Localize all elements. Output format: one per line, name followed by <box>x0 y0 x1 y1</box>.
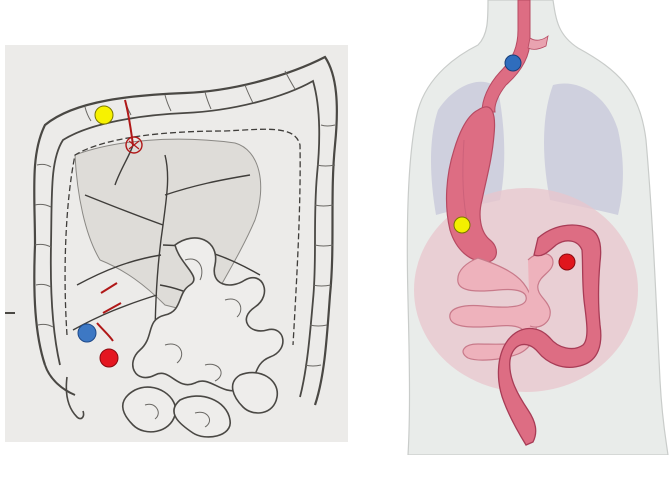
torso-illustration-panel <box>378 0 671 455</box>
left-yellow-marker <box>95 106 113 124</box>
right-blue-marker <box>505 55 521 71</box>
right-red-marker <box>559 254 575 270</box>
torso-illustration <box>378 0 671 455</box>
right-yellow-marker <box>454 217 470 233</box>
left-red-marker <box>100 349 118 367</box>
colon-sketch <box>5 45 348 442</box>
left-blue-marker <box>78 324 96 342</box>
colon-sketch-panel <box>5 45 348 442</box>
